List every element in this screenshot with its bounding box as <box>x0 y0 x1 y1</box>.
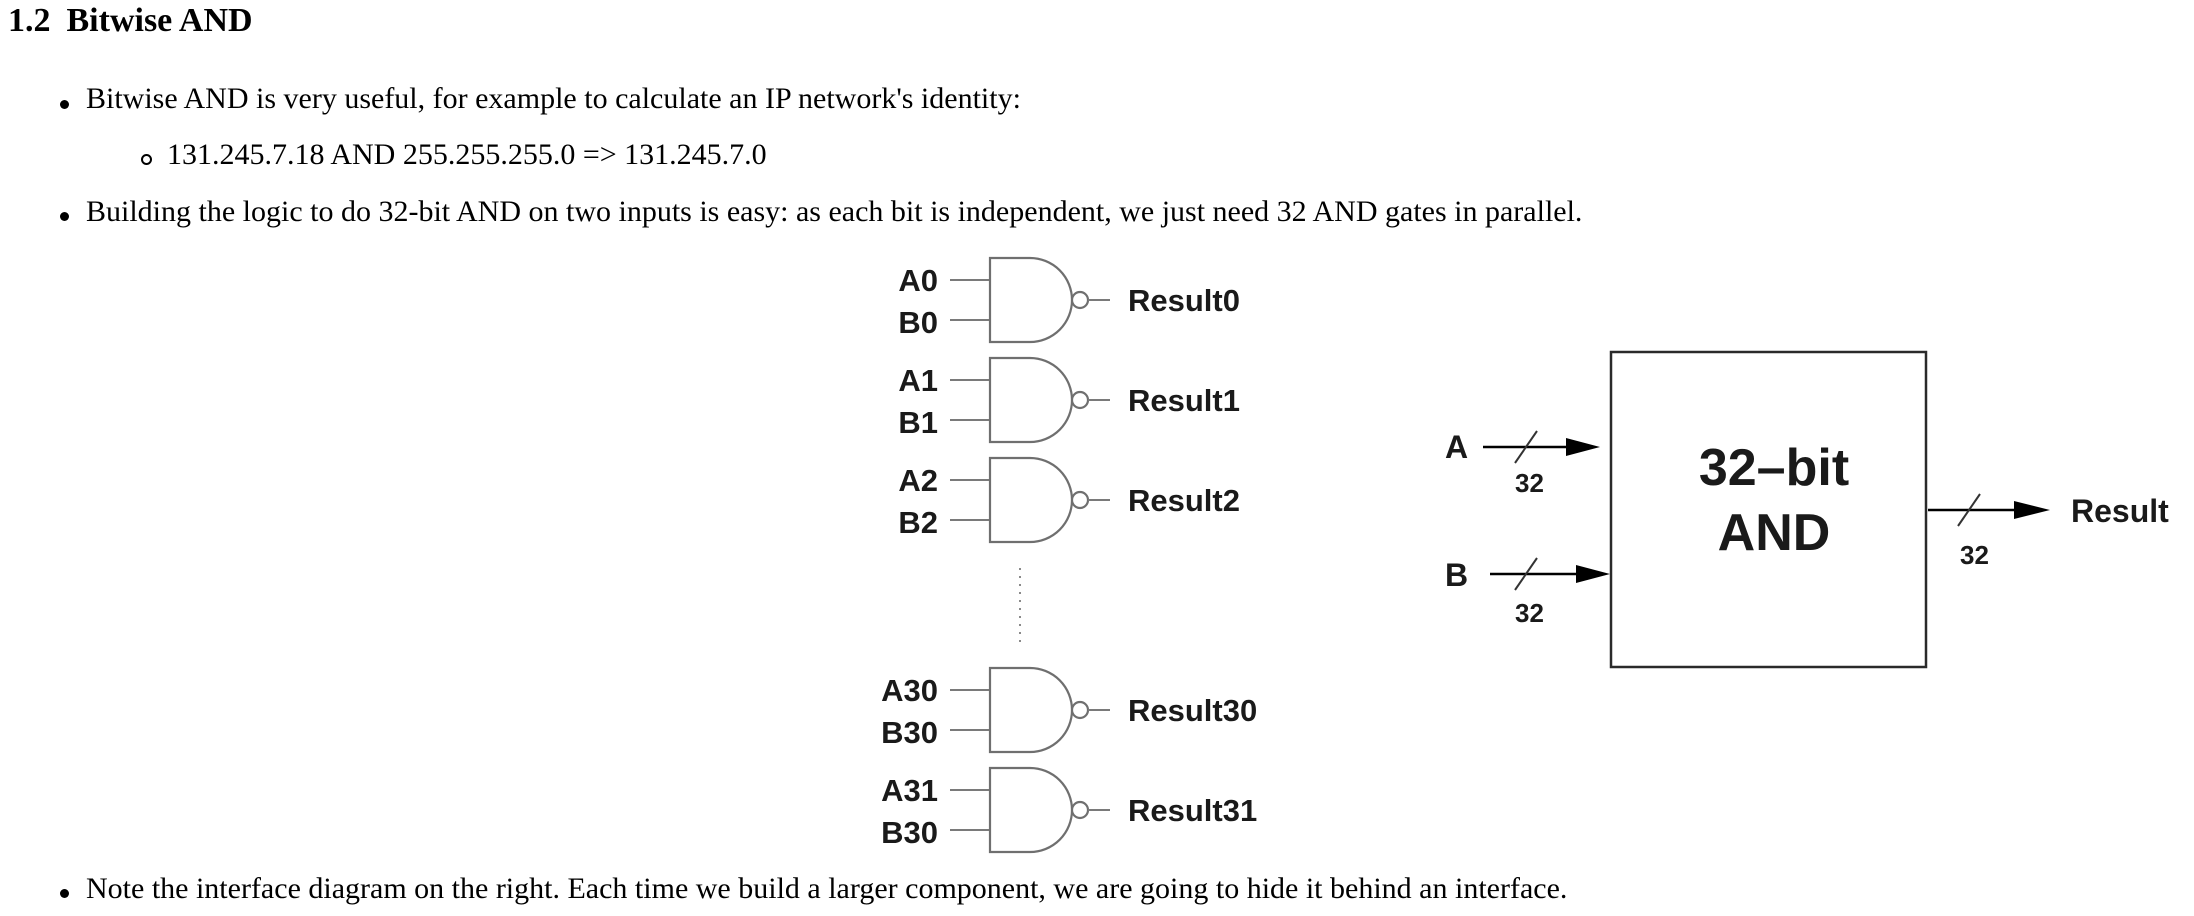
inversion-bubble <box>1070 490 1090 510</box>
nand-gate-symbol <box>988 356 1074 444</box>
gate-output-label: Result0 <box>1128 283 1240 318</box>
sub-bullet-ip-example: 131.245.7.18 AND 255.255.255.0 => 131.24… <box>167 138 767 171</box>
gate-input-b-label: B30 <box>881 815 938 850</box>
and-block <box>1609 350 1928 669</box>
gate-array-diagram: A0B0Result0A1B1Result1A2B2Result2A30B30R… <box>881 256 1257 854</box>
gate-input-b-label: B30 <box>881 715 938 750</box>
inversion-bubble <box>1070 800 1090 820</box>
section-heading: 1.2 Bitwise AND <box>8 2 253 40</box>
gate-input-b-label: B0 <box>898 305 938 340</box>
inversion-bubble <box>1070 700 1090 720</box>
gate-input-b-label: B1 <box>898 405 938 440</box>
inversion-bubble <box>1070 290 1090 310</box>
nand-gate-symbol <box>988 256 1074 344</box>
input-a-bus-width: 32 <box>1515 468 1544 498</box>
nand-gate-symbol <box>988 456 1074 544</box>
input-b-arrowhead <box>1576 565 1610 583</box>
gate-output-label: Result31 <box>1128 793 1257 828</box>
input-a-arrowhead <box>1566 438 1600 456</box>
output-bus-width: 32 <box>1960 540 1989 570</box>
sub-bullet-marker <box>141 154 152 165</box>
bullet-marker <box>60 889 69 898</box>
input-b-label: B <box>1445 557 1468 593</box>
bullet-text-32bit-logic: Building the logic to do 32-bit AND on t… <box>86 195 1583 228</box>
section-title: Bitwise AND <box>66 2 253 39</box>
section-number: 1.2 <box>8 2 51 39</box>
gate-input-a-label: A30 <box>881 673 938 708</box>
interface-diagram: A 32 B 32 32–bit AND 32 Result <box>1445 350 2169 669</box>
bullet-text-and-usefulness: Bitwise AND is very useful, for example … <box>86 82 1021 115</box>
input-a-bus-slash <box>1514 430 1538 464</box>
gate-output-label: Result2 <box>1128 483 1240 518</box>
inversion-bubble <box>1070 390 1090 410</box>
gate-input-a-label: A31 <box>881 773 938 808</box>
gate-input-a-label: A1 <box>898 363 938 398</box>
bullet-marker <box>60 100 69 109</box>
and-block-line1: 32–bit <box>1699 439 1849 497</box>
output-arrowhead <box>2014 501 2050 519</box>
input-b-bus-width: 32 <box>1515 598 1544 628</box>
bullet-text-interface-note: Note the interface diagram on the right.… <box>86 872 1568 905</box>
input-a-label: A <box>1445 429 1468 465</box>
gate-input-a-label: A0 <box>898 263 938 298</box>
input-b-bus-slash <box>1514 557 1538 591</box>
output-label: Result <box>2071 493 2169 529</box>
nand-gate-symbol <box>988 666 1074 754</box>
bullet-marker <box>60 212 69 221</box>
output-bus-slash <box>1957 493 1981 527</box>
gate-output-label: Result30 <box>1128 693 1257 728</box>
and-block-line2: AND <box>1718 504 1831 562</box>
gate-input-b-label: B2 <box>898 505 938 540</box>
nand-gate-symbol <box>988 766 1074 854</box>
gate-input-a-label: A2 <box>898 463 938 498</box>
gate-output-label: Result1 <box>1128 383 1240 418</box>
